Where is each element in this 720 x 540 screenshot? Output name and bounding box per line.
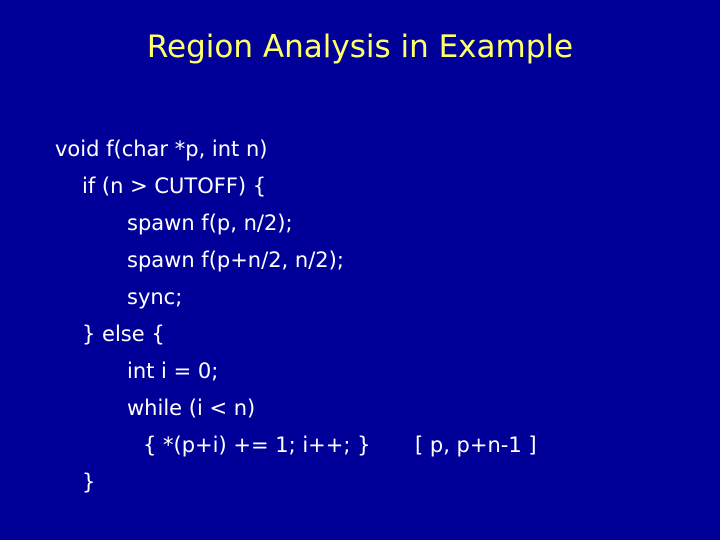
- code-line-else: } else {: [82, 322, 165, 346]
- code-line-loop-body: { *(p+i) += 1; i++; }: [143, 433, 371, 457]
- code-line-if-condition: if (n > CUTOFF) {: [82, 174, 267, 198]
- code-line-function-signature: void f(char *p, int n): [55, 137, 268, 161]
- code-line-spawn-second: spawn f(p+n/2, n/2);: [127, 248, 344, 272]
- code-line-int-declaration: int i = 0;: [127, 359, 219, 383]
- code-line-sync: sync;: [127, 285, 183, 309]
- region-annotation: [ p, p+n-1 ]: [415, 433, 537, 457]
- code-line-while-loop: while (i < n): [127, 396, 256, 420]
- code-line-spawn-first: spawn f(p, n/2);: [127, 211, 293, 235]
- code-line-closing-brace: }: [82, 470, 96, 494]
- slide-title: Region Analysis in Example: [146, 29, 574, 65]
